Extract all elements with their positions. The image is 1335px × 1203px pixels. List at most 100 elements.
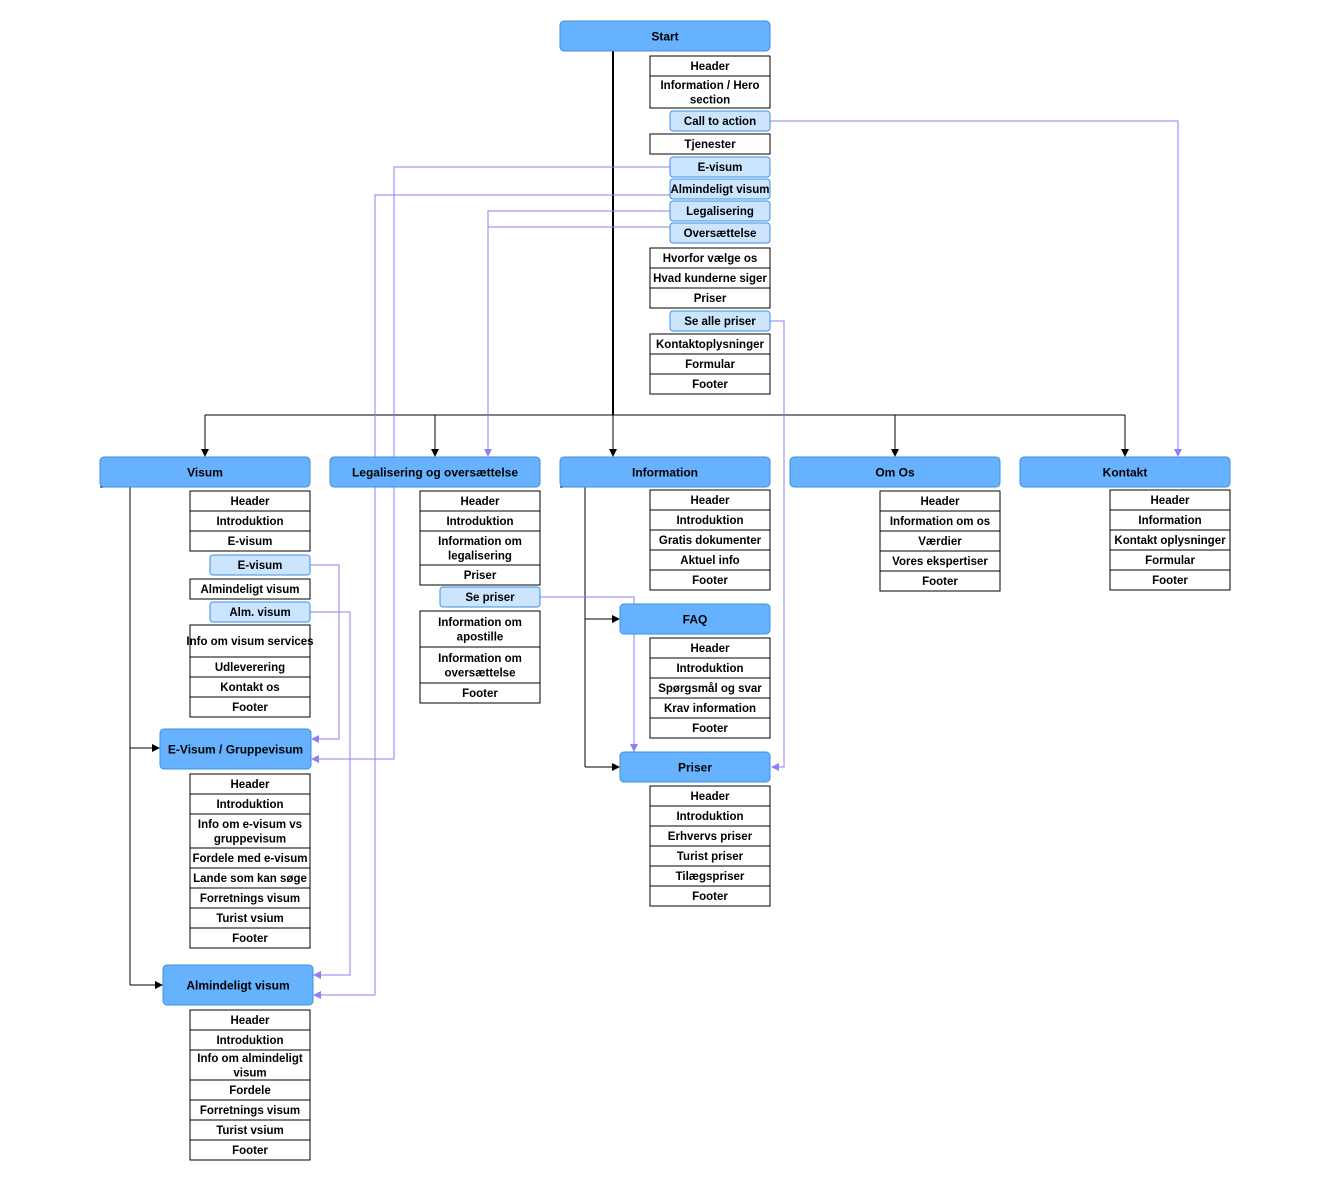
evisum-section-fordele-med-e-visum-3: Fordele med e-visum: [189, 847, 311, 869]
start-section-tjenester-3-label: Tjenester: [684, 139, 736, 151]
kontakt-section-header-0-label: Header: [1151, 495, 1191, 507]
start-section-priser-10: Priser: [649, 287, 771, 309]
start-section-kontaktoplysninger-12-label: Kontaktoplysninger: [656, 339, 765, 351]
page-faq-box: [619, 603, 771, 635]
priser-section-turist-priser-3-label: Turist priser: [677, 851, 744, 863]
start-section-hvad-kunderne-siger-9-label: Hvad kunderne siger: [653, 273, 767, 285]
cross-link-connectors: [310, 120, 1182, 999]
visum-section-e-visum-2: E-visum: [189, 530, 311, 552]
evisum-section-introduktion-1: Introduktion: [189, 793, 311, 815]
kontakt-section-information-1-label: Information: [1138, 515, 1201, 527]
visum-link-e-visum-3-box: [209, 554, 311, 576]
legal-link-se-priser-4-box: [439, 586, 541, 608]
visum-link-e-visum-3: E-visum: [209, 554, 311, 576]
evisum-section-info-om-e-visum-vs-gruppevisum-2-box: [189, 813, 311, 849]
legal-section-footer-7: Footer: [419, 682, 541, 704]
start-section-footer-14: Footer: [649, 373, 771, 395]
link-visum-alm-to-alm-page: [310, 611, 351, 979]
priser-section-erhvervs-priser-2-label: Erhvervs priser: [668, 831, 753, 843]
link-se-priser-to-priser: [540, 596, 638, 752]
evisum-section-turist-vsium-6: Turist vsium: [189, 907, 311, 929]
priser-section-introduktion-1-label: Introduktion: [676, 811, 743, 823]
alm-section-fordele-3: Fordele: [189, 1079, 311, 1101]
info-section-footer-4-label: Footer: [692, 575, 728, 587]
alm-section-info-om-almindeligt-visum-2-box: [189, 1049, 311, 1081]
priser-section-erhvervs-priser-2: Erhvervs priser: [649, 825, 771, 847]
alm-section-header-0-label: Header: [231, 1015, 271, 1027]
start-link-oversaettelse-7-box: [669, 222, 771, 244]
faq-section-footer-4-label: Footer: [692, 723, 728, 735]
kontakt-section-header-0: Header: [1109, 489, 1231, 511]
link-call-to-action-kontakt: [770, 120, 1182, 457]
faq-section-sporgsmal-og-svar-2-label: Spørgsmål og svar: [658, 683, 762, 695]
page-visum: Visum: [99, 456, 311, 488]
visum-section-info-om-visum-services-6: Info om visum services: [186, 624, 314, 658]
page-legalisering-box: [329, 456, 541, 488]
page-legalisering-label: Legalisering og oversættelse: [352, 465, 518, 479]
priser-section-tilaegspriser-4-label: Tilægspriser: [676, 871, 745, 883]
link-se-alle-priser-to-priser: [770, 320, 785, 771]
alm-section-header-0: Header: [189, 1009, 311, 1031]
kontakt-section-information-1: Information: [1109, 509, 1231, 531]
start-section-hvad-kunderne-siger-9: Hvad kunderne siger: [649, 267, 771, 289]
faq-section-header-0: Header: [649, 637, 771, 659]
legal-section-footer-7-box: [419, 682, 541, 704]
page-priser-box: [619, 751, 771, 783]
visum-section-e-visum-2-box: [189, 530, 311, 552]
link-legalisering-to-legal-page: [484, 210, 670, 457]
page-om-os-label: Om Os: [875, 465, 915, 479]
om-os-section-footer-4-label: Footer: [922, 576, 958, 588]
priser-section-tilaegspriser-4: Tilægspriser: [649, 865, 771, 887]
info-section-header-0: Header: [649, 489, 771, 511]
legal-section-footer-7-label: Footer: [462, 688, 498, 700]
start-link-call-to-action-2-box: [669, 110, 771, 132]
kontakt-section-formular-3: Formular: [1109, 549, 1231, 571]
evisum-section-footer-7-label: Footer: [232, 933, 268, 945]
page-start-box: [559, 20, 771, 52]
evisum-section-introduktion-1-label: Introduktion: [216, 799, 283, 811]
info-section-header-0-label: Header: [691, 495, 731, 507]
start-link-legalisering-6-label: Legalisering: [686, 206, 754, 218]
legal-section-information-om-apostille-5-box: [419, 610, 541, 648]
kontakt-section-kontakt-oplysninger-2: Kontakt oplysninger: [1109, 529, 1231, 551]
alm-section-turist-vsium-5: Turist vsium: [189, 1119, 311, 1141]
visum-section-kontakt-os-8: Kontakt os: [189, 676, 311, 698]
info-section-introduktion-1: Introduktion: [649, 509, 771, 531]
info-section-aktuel-info-3: Aktuel info: [649, 549, 771, 571]
visum-section-almindeligt-visum-4: Almindeligt visum: [189, 578, 311, 600]
visum-section-header-0: Header: [189, 490, 311, 512]
visum-section-header-0-label: Header: [231, 496, 271, 508]
page-information: Information: [559, 456, 771, 488]
info-section-aktuel-info-3-label: Aktuel info: [680, 555, 739, 567]
alm-section-forretnings-visum-4: Forretnings visum: [189, 1099, 311, 1121]
page-almindeligt: Almindeligt visum: [162, 964, 314, 1006]
kontakt-section-footer-4-label: Footer: [1152, 575, 1188, 587]
evisum-section-fordele-med-e-visum-3-label: Fordele med e-visum: [192, 853, 307, 865]
evisum-section-footer-7: Footer: [189, 927, 311, 949]
start-section-kontaktoplysninger-12: Kontaktoplysninger: [649, 333, 771, 355]
visum-link-alm-visum-5-label: Alm. visum: [229, 607, 290, 619]
visum-section-udleverering-7-label: Udleverering: [215, 662, 285, 674]
priser-section-introduktion-1: Introduktion: [649, 805, 771, 827]
legal-link-se-priser-4-label: Se priser: [465, 592, 515, 604]
start-section-tjenester-3: Tjenester: [649, 133, 771, 155]
start-link-e-visum-4-box: [669, 156, 771, 178]
start-link-almindeligt-visum-5: Almindeligt visum: [669, 178, 771, 200]
page-visum-label: Visum: [187, 465, 223, 479]
alm-section-turist-vsium-5-label: Turist vsium: [216, 1125, 284, 1137]
visum-section-almindeligt-visum-4-label: Almindeligt visum: [200, 584, 299, 596]
om-os-section-footer-4-box: [879, 570, 1001, 592]
faq-section-krav-information-3-label: Krav information: [664, 703, 756, 715]
evisum-section-lande-som-kan-soge-4: Lande som kan søge: [189, 867, 311, 889]
faq-section-krav-information-3: Krav information: [649, 697, 771, 719]
kontakt-section-formular-3-label: Formular: [1145, 555, 1195, 567]
start-link-e-visum-4-label: E-visum: [698, 162, 743, 174]
start-section-priser-10-label: Priser: [694, 293, 727, 305]
page-kontakt-label: Kontakt: [1103, 465, 1148, 479]
start-section-formular-13: Formular: [649, 353, 771, 375]
